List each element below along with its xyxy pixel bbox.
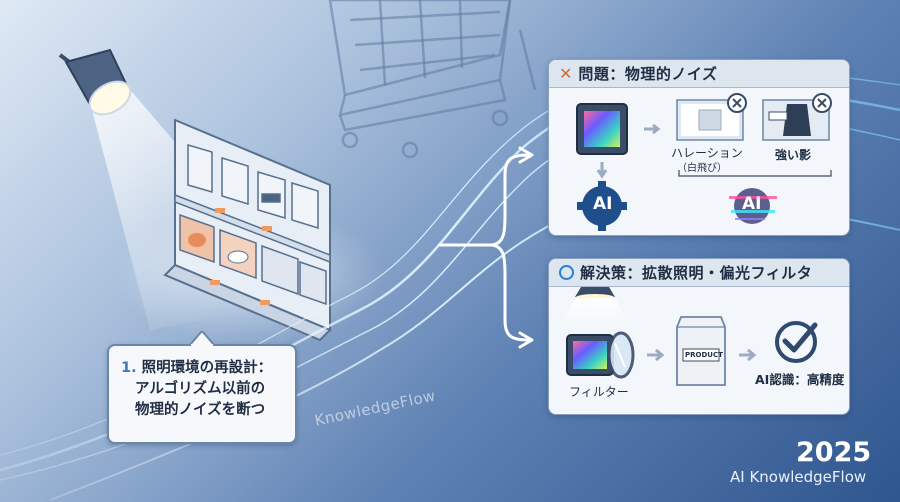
arrow-right-icon	[644, 123, 661, 135]
arrow-right-icon	[647, 348, 665, 362]
branch-arrows	[438, 146, 534, 349]
solution-title: 解決策：拡散照明・偏光フィルタ	[580, 264, 813, 282]
camera-sensor-icon	[576, 103, 628, 155]
problem-title: 問題：物理的ノイズ	[578, 65, 718, 83]
callout-line-2: アルゴリズム以前の	[135, 381, 266, 397]
solution-panel-header: 解決策：拡散照明・偏光フィルタ	[549, 259, 849, 287]
ai-gear-icon	[577, 181, 627, 231]
x-icon: ✕	[559, 64, 573, 83]
ai-glitch-label: AI	[742, 194, 762, 214]
arrow-right-icon	[739, 348, 757, 362]
product-label: PRODUCT	[685, 351, 723, 359]
arrow-down-icon	[596, 162, 608, 179]
ai-label: AI	[593, 194, 613, 214]
diffused-lamp-icon	[561, 287, 629, 327]
camera-sensor-icon	[566, 334, 614, 376]
footer-brand: AI KnowledgeFlow	[730, 468, 867, 486]
bracket-line	[678, 170, 832, 177]
checkmark-icon	[775, 321, 818, 363]
callout-line-3: 物理的ノイズを断つ	[135, 402, 266, 418]
solution-panel: 解決策：拡散照明・偏光フィルタ	[548, 258, 850, 415]
filter-label: フィルター	[569, 385, 629, 399]
shopping-cart-icon	[328, 0, 537, 159]
spotlight-icon	[58, 48, 132, 116]
shadow-label: 強い影	[775, 148, 812, 162]
circle-icon	[559, 265, 574, 280]
shadow-image-icon	[762, 93, 832, 141]
polarizing-filter-icon	[607, 331, 635, 379]
callout-text-1: 照明環境の再設計：	[141, 360, 273, 376]
halation-sublabel: （白飛び）	[677, 163, 727, 174]
store-shelf-illustration	[163, 118, 332, 342]
problem-panel: ✕ 問題：物理的ノイズ	[548, 59, 850, 236]
footer-year: 2025	[796, 437, 872, 468]
problem-panel-body: AI AI ハレーション （白飛び） 強い影	[549, 88, 849, 235]
callout-tail	[189, 331, 215, 346]
callout-box: 1. 照明環境の再設計： アルゴリズム以前の 物理的ノイズを断つ	[107, 331, 297, 444]
halation-label: ハレーション	[671, 146, 743, 160]
product-package-icon	[676, 316, 726, 386]
halation-image-icon	[676, 93, 747, 141]
problem-panel-header: ✕ 問題：物理的ノイズ	[549, 60, 849, 88]
callout-line-1: 1. 照明環境の再設計：	[121, 358, 285, 379]
glitch-ai-gear-icon	[729, 188, 777, 224]
callout-number: 1.	[121, 360, 137, 376]
result-label: AI認識：高精度	[755, 372, 845, 387]
solution-panel-body: PRODUCT フィルター AI認識：高精度	[549, 287, 849, 414]
